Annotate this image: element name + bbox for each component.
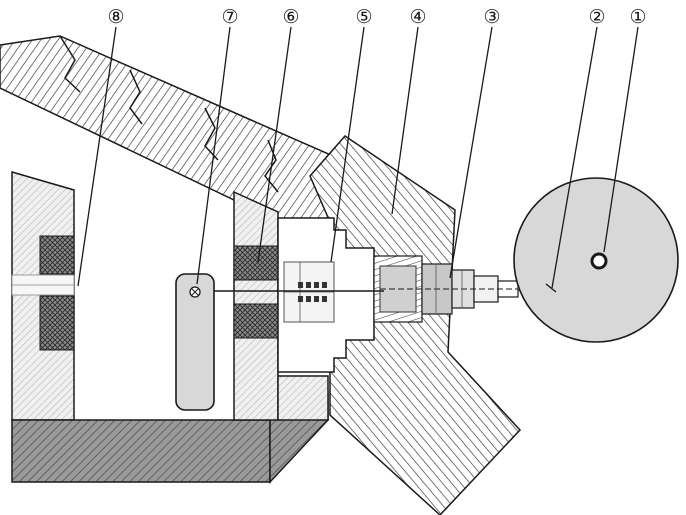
leader-5 [330,26,365,263]
leader-1 [603,26,639,253]
leader-lines [77,26,639,289]
disc-center-icon [590,252,608,270]
left-plate [11,171,75,421]
leader-8 [77,26,117,287]
callout-labels: ⑧ ⑦ ⑥ ⑤ ④ ③ ② ① [107,6,646,28]
leader-2 [551,26,598,289]
housing [277,217,375,373]
callout-6: ⑥ [282,6,299,28]
callout-5: ⑤ [355,6,372,28]
callout-3: ③ [483,6,500,28]
leader-3 [449,26,493,279]
callout-7: ⑦ [221,6,238,28]
target-disc [513,177,679,343]
sensor-box [175,273,215,411]
callout-2: ② [588,6,605,28]
callout-8: ⑧ [107,6,124,28]
leader-6 [257,26,292,263]
callout-1: ① [629,6,646,28]
leader-7 [196,26,231,285]
vertical-bracket [233,190,329,421]
callout-4: ④ [409,6,426,28]
leader-4 [391,26,419,215]
seal-block-lower [233,303,279,339]
seal-block-upper [233,245,279,281]
